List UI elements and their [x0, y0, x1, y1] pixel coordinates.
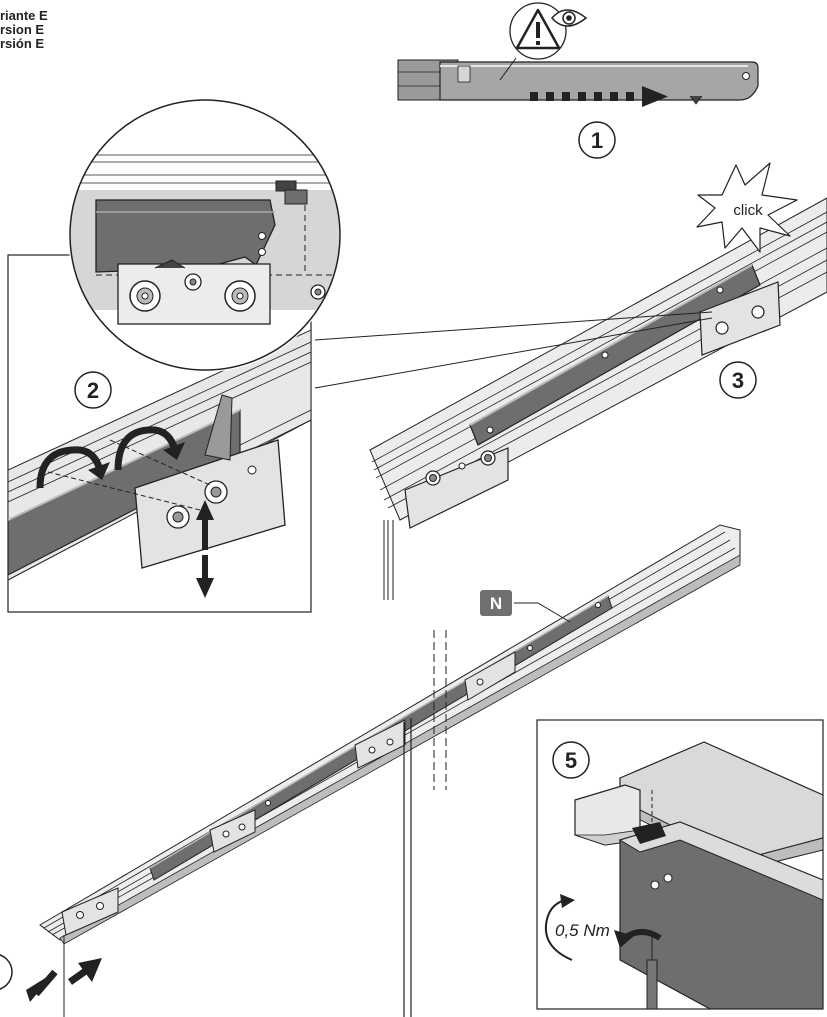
- step1-number: 1: [591, 128, 603, 153]
- step5-number-badge: 5: [552, 741, 590, 779]
- step5-number: 5: [565, 748, 577, 773]
- vertical-arrow-icon: [196, 500, 214, 598]
- step2-number-badge: 2: [74, 371, 112, 409]
- rotate-arrow-icon: [544, 894, 575, 961]
- push-arrow-icon: [530, 86, 668, 107]
- variant-label-es: rsión E: [0, 36, 45, 51]
- step3-number-badge: 3: [719, 361, 757, 399]
- zoom-connector-line: [314, 317, 713, 389]
- rail-break-marks: [433, 630, 447, 790]
- click-label: click: [733, 202, 763, 219]
- torque-value: 0,5 Nm: [555, 921, 610, 940]
- eye-icon: [551, 9, 588, 27]
- click-burst-callout: click: [696, 162, 798, 253]
- slide-direction-arrows: [26, 958, 102, 1002]
- part-n-badge: N: [480, 590, 571, 623]
- main-rail-assembly: [39, 524, 741, 1017]
- part-n-label: N: [490, 594, 502, 613]
- step1-rail-illustration: [397, 59, 759, 105]
- step4-partial-badge: [0, 954, 13, 990]
- zoom-connector-line: [314, 311, 713, 341]
- rotate-arrow-icon: [36, 426, 185, 489]
- step5-panel: 0,5 Nm 5: [536, 719, 824, 1010]
- detail-magnifier: [68, 98, 342, 372]
- variant-label-de: riante E: [0, 8, 48, 23]
- step2-number: 2: [87, 378, 99, 403]
- step3-rail-illustration: [369, 197, 827, 600]
- variant-label-en: rsion E: [0, 22, 45, 37]
- step3-number: 3: [732, 368, 744, 393]
- step1-number-badge: 1: [578, 121, 616, 159]
